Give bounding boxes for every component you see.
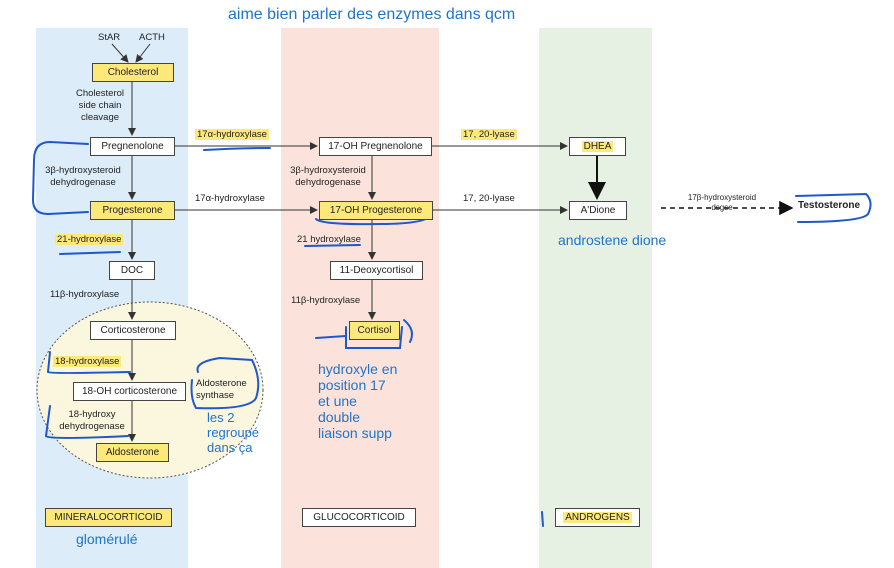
glucocorticoid-column xyxy=(281,28,439,568)
18-oh-corticosterone-box: 18-OH corticosterone xyxy=(73,382,186,401)
glucocorticoid-box: GLUCOCORTICOID xyxy=(302,508,416,527)
mineralocorticoid-box: MINERALOCORTICOID xyxy=(45,508,172,527)
17a-hydroxylase-top-label: 17α-hydroxylase xyxy=(195,129,269,140)
androstene-dione-note: androstene dione xyxy=(558,232,667,248)
corticosterone-box: Corticosterone xyxy=(90,321,176,340)
acth-label: ACTH xyxy=(139,32,165,43)
handwritten-title-note: aime bien parler des enzymes dans qcm xyxy=(228,6,516,23)
adione-box: A'Dione xyxy=(569,201,627,220)
21-hydroxylase-mid-label: 21 hydroxylase xyxy=(297,234,361,245)
17-20-lyase-bottom-label: 17, 20-lyase xyxy=(463,193,515,204)
17-oh-progesterone-box: 17-OH Progesterone xyxy=(319,201,433,220)
progesterone-box: Progesterone xyxy=(90,201,175,220)
testosterone-label: Testosterone xyxy=(798,200,861,211)
aldosterone-box: Aldosterone xyxy=(96,443,169,462)
11b-hydroxylase-mid-label: 11β-hydroxylase xyxy=(291,295,361,306)
androgens-column xyxy=(539,28,652,568)
11-deoxycortisol-box: 11-Deoxycortisol xyxy=(330,261,423,280)
androgens-box: ANDROGENS xyxy=(555,508,640,527)
glomerule-note: glomérulé xyxy=(76,531,138,547)
17a-hydroxylase-bottom-label: 17α-hydroxylase xyxy=(195,193,265,204)
dhea-box: DHEA xyxy=(569,137,626,156)
doc-box: DOC xyxy=(109,261,155,280)
synthase-note: les 2 regroupé dans ça xyxy=(207,410,260,455)
21-hydroxylase-left-label: 21-hydroxylase xyxy=(55,234,124,245)
11b-hydroxylase-left-label: 11β-hydroxylase xyxy=(50,289,120,300)
cortisol-box: Cortisol xyxy=(349,321,400,340)
18-hydroxylase-label: 18-hydroxylase xyxy=(53,356,122,367)
mineralocorticoid-column xyxy=(36,28,188,568)
17-oh-pregnenolone-box: 17-OH Pregnenolone xyxy=(319,137,432,156)
pregnenolone-box: Pregnenolone xyxy=(90,137,175,156)
cortisol-note: hydroxyle en position 17 et une double l… xyxy=(318,361,398,442)
star-label: StAR xyxy=(98,32,121,43)
cholesterol-box: Cholesterol xyxy=(92,63,174,82)
17-20-lyase-top-label: 17, 20-lyase xyxy=(461,129,517,140)
